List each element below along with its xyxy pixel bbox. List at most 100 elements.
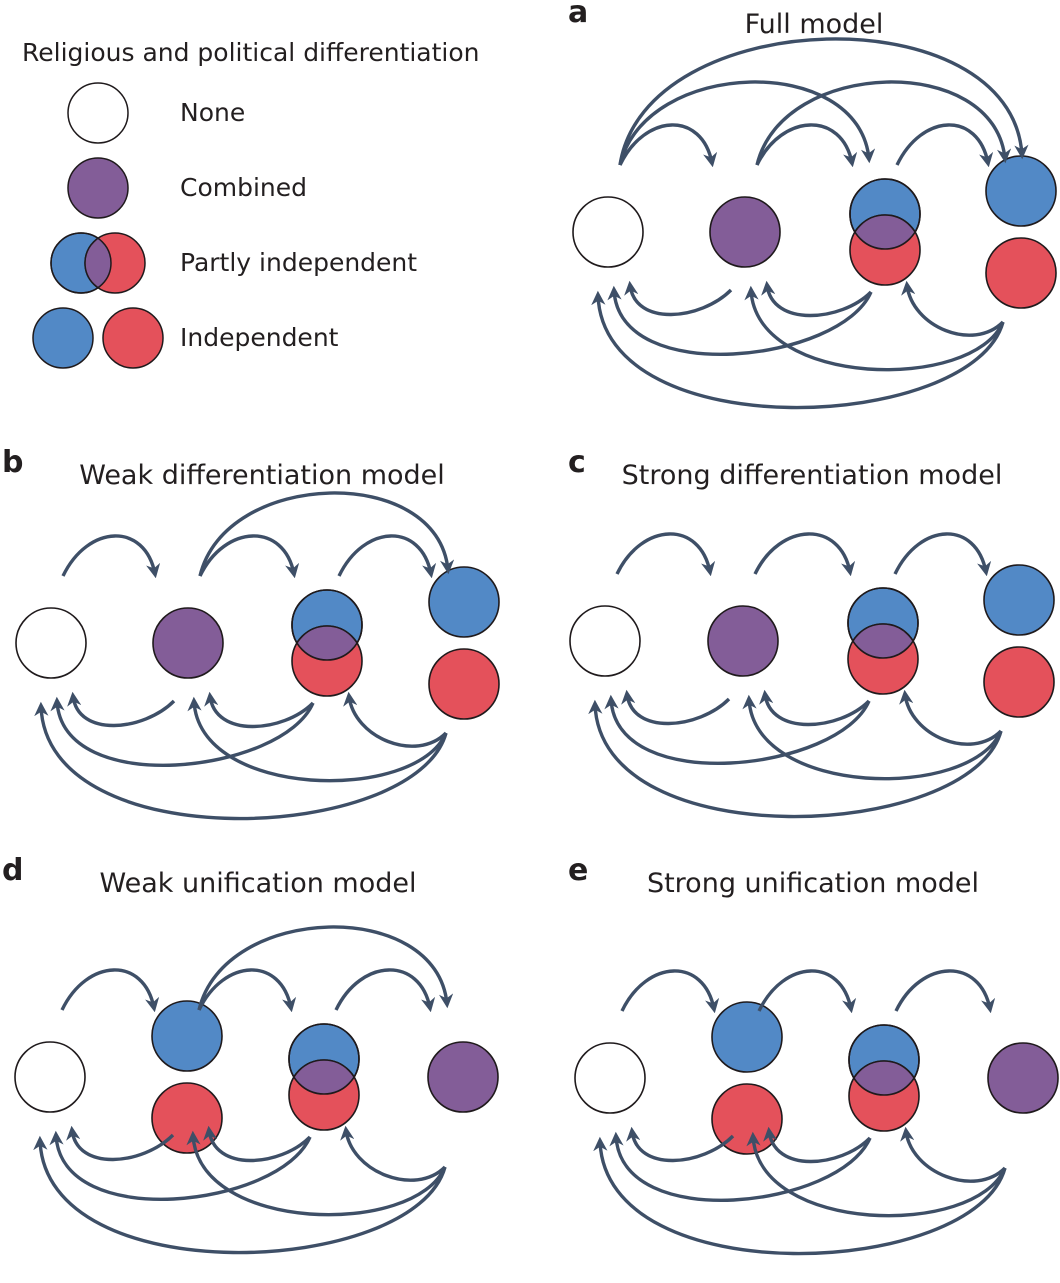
forward-arrow-2-3 (337, 534, 437, 579)
backward-arrow-2-1 (759, 689, 871, 727)
forward-arrow-1-2 (753, 532, 856, 577)
forward-arrow-2-3 (893, 532, 992, 577)
panel-title: Full model (745, 9, 884, 40)
panel-c-graph (569, 532, 1055, 819)
node-none (15, 607, 87, 679)
backward-arrow-3-1 (746, 1131, 1007, 1218)
backward-arrow-3-0 (591, 290, 1005, 410)
panel-title: Weak differentiation model (79, 460, 445, 491)
forward-arrow-2-3 (894, 969, 996, 1014)
panel-title: Weak unification model (100, 868, 417, 899)
forward-arrow-0-1 (618, 123, 718, 168)
religious-outline (288, 1023, 360, 1095)
node-none (569, 605, 641, 677)
overlap-region (849, 1060, 919, 1095)
forward-arrow-0-3 (618, 37, 1029, 166)
legend-icon-none (67, 82, 129, 144)
forward-arrow-1-2 (198, 534, 300, 579)
forward-arrow-2-3 (334, 968, 436, 1013)
backward-arrow-2-0 (609, 1131, 872, 1202)
backward-arrow-3-0 (34, 701, 448, 821)
backward-arrow-3-0 (588, 699, 1003, 819)
panel-a: a Full model (568, 0, 883, 40)
panel-letter: b (2, 445, 23, 480)
node-none (572, 196, 644, 268)
backward-arrow-1-0 (66, 1125, 175, 1162)
panel-letter: e (568, 853, 588, 888)
religious-circle (151, 1000, 223, 1072)
node-combined (152, 607, 224, 679)
religious-outline (849, 178, 921, 250)
legend-icon-partly (50, 232, 146, 294)
backward-arrow-2-1 (763, 1126, 872, 1164)
backward-arrow-3-2 (900, 1126, 1007, 1183)
node-combined (987, 1042, 1059, 1114)
backward-arrow-3-1 (186, 1130, 447, 1217)
backward-arrow-1-0 (624, 280, 733, 317)
overlap-region (289, 1059, 359, 1094)
none-circle (15, 607, 87, 679)
legend-label-partly: Partly independent (180, 248, 417, 277)
backward-arrow-3-1 (744, 285, 1005, 372)
backward-arrow-2-0 (604, 694, 871, 765)
legend-label-none: None (180, 98, 245, 127)
religious-circle (983, 564, 1055, 636)
legend-icon-independent (32, 307, 164, 369)
forward-arrow-1-3 (197, 925, 454, 1011)
political-circle (983, 646, 1055, 718)
religious-circle (985, 155, 1057, 227)
backward-arrow-1-0 (67, 691, 176, 728)
backward-arrow-2-0 (49, 1130, 312, 1201)
node-independent (711, 1001, 783, 1155)
forward-arrow-1-2 (197, 968, 297, 1013)
backward-arrow-1-0 (621, 689, 731, 726)
combined-circle (709, 196, 781, 268)
panel-e-graph (574, 969, 1059, 1256)
node-combined (709, 196, 781, 268)
backward-arrow-3-1 (187, 696, 448, 783)
backward-arrow-3-2 (343, 691, 448, 748)
combined-circle (152, 607, 224, 679)
node-independent (428, 566, 500, 720)
node-partly (849, 178, 921, 286)
combined-circle (987, 1042, 1059, 1114)
node-partly (848, 1024, 920, 1132)
legend-label-independent: Independent (180, 323, 339, 352)
religious-circle (428, 566, 500, 638)
backward-arrow-3-1 (742, 694, 1003, 781)
forward-arrow-2-3 (895, 123, 994, 168)
forward-arrow-0-1 (615, 532, 716, 577)
forward-arrow-1-3 (198, 491, 455, 577)
political-circle (428, 648, 500, 720)
panel-title: Strong unification model (647, 868, 979, 899)
forward-arrow-1-3 (755, 80, 1012, 166)
panel-e: e Strong unification model (568, 853, 979, 899)
religious-outline (847, 587, 919, 659)
none-circle (572, 196, 644, 268)
backward-arrow-3-2 (901, 280, 1005, 337)
backward-arrow-3-0 (593, 1136, 1007, 1256)
overlap-region (848, 623, 918, 658)
forward-arrow-0-1 (61, 534, 161, 579)
legend-icon-combined (67, 157, 129, 219)
node-none (574, 1042, 646, 1114)
panel-a-graph (572, 37, 1057, 410)
religious-outline (291, 589, 363, 661)
panel-d: d Weak unification model (2, 853, 417, 899)
panel-letter: c (568, 445, 586, 480)
backward-arrow-3-2 (340, 1125, 447, 1182)
panel-c: c Strong differentiation model (568, 445, 1002, 491)
node-partly (288, 1023, 360, 1131)
panel-letter: a (568, 0, 588, 30)
combined-circle (707, 605, 779, 677)
overlap-region (292, 625, 362, 660)
node-independent (151, 1000, 223, 1154)
political-circle (985, 237, 1057, 309)
panel-letter: d (2, 853, 23, 888)
panel-b: b Weak differentiation model (2, 445, 445, 491)
node-independent (983, 564, 1055, 718)
node-none (14, 1041, 86, 1113)
backward-arrow-3-2 (899, 689, 1003, 746)
